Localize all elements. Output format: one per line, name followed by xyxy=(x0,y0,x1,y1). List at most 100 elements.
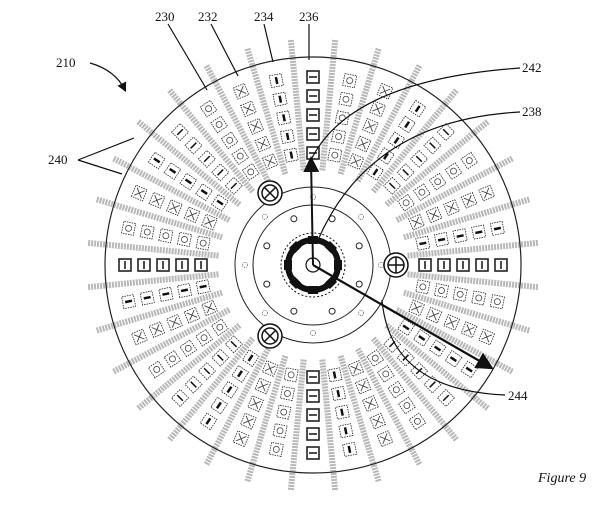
die-cell xyxy=(283,367,299,383)
die-cell xyxy=(354,135,372,153)
die-cell xyxy=(195,183,213,202)
hub-teeth xyxy=(284,236,342,294)
die-cell xyxy=(425,306,443,324)
spoke xyxy=(355,347,423,466)
die-cell xyxy=(366,162,385,181)
bolt-hole xyxy=(378,262,384,268)
arrow-242 xyxy=(303,156,320,266)
die-cell xyxy=(306,408,320,422)
spoke xyxy=(203,347,271,466)
leader-lines xyxy=(77,23,521,396)
die-cell xyxy=(471,290,487,306)
die-cell xyxy=(376,430,394,448)
die-cell xyxy=(239,100,257,118)
bolt-hole xyxy=(328,307,336,315)
mount-fixture xyxy=(383,252,409,278)
mount-fixture xyxy=(257,180,283,206)
spoke xyxy=(167,88,256,194)
die-cell xyxy=(279,128,295,145)
die-cell xyxy=(130,328,148,346)
die-cell xyxy=(460,360,479,379)
die-cell xyxy=(147,360,166,379)
die-cell xyxy=(201,299,218,317)
die-cell xyxy=(158,286,174,302)
inner-ring xyxy=(252,204,374,326)
die-cell xyxy=(184,375,203,394)
spoke xyxy=(403,196,531,241)
die-cell xyxy=(494,258,508,272)
spoke xyxy=(370,336,459,442)
die-cell xyxy=(247,395,264,412)
die-cell xyxy=(444,162,463,180)
die-cell xyxy=(197,362,216,381)
label-210: 210 xyxy=(56,55,76,70)
label-234: 234 xyxy=(254,9,274,24)
die-cell xyxy=(425,206,443,224)
label-242: 242 xyxy=(522,60,542,75)
bolt-hole xyxy=(358,214,364,220)
figure-caption: Figure 9 xyxy=(537,471,586,486)
die-cell xyxy=(478,328,496,346)
bolt-hole xyxy=(290,215,298,223)
spoke xyxy=(167,336,256,442)
bolt-hole xyxy=(263,242,271,250)
die-cell xyxy=(452,228,468,244)
die-cell xyxy=(478,184,496,202)
die-cell xyxy=(387,380,406,399)
inner-bolt-holes xyxy=(242,194,384,336)
bolt-hole xyxy=(262,214,268,220)
die-cell xyxy=(179,172,198,191)
die-cell xyxy=(338,423,354,439)
die-cell xyxy=(166,314,183,331)
die-cell xyxy=(239,412,257,430)
die-cell xyxy=(241,162,260,181)
mount-fixture xyxy=(257,323,283,349)
die-cell xyxy=(184,136,203,155)
die-cell xyxy=(327,147,343,163)
die-cell xyxy=(436,388,455,407)
hub-tooth xyxy=(288,276,302,290)
spoke xyxy=(244,47,289,175)
die-cell xyxy=(347,153,365,170)
die-cell xyxy=(331,385,347,402)
die-cell xyxy=(347,360,365,377)
die-cell xyxy=(231,147,250,165)
die-cell xyxy=(444,350,463,368)
die-cell xyxy=(398,396,416,415)
hub-tooth xyxy=(284,260,292,270)
die-cell xyxy=(139,224,155,240)
die-cell xyxy=(428,172,447,191)
spoke xyxy=(95,289,223,334)
die-cell xyxy=(283,147,299,163)
spoke xyxy=(337,47,382,175)
hub-tooth xyxy=(288,240,302,254)
die-cell xyxy=(130,184,148,202)
spoke xyxy=(112,307,231,375)
bolt-hole xyxy=(355,242,363,250)
die-cell xyxy=(306,370,320,384)
hub-outer xyxy=(280,232,346,298)
die-cell xyxy=(306,89,320,103)
die-cell xyxy=(175,258,189,272)
spoke xyxy=(407,271,539,291)
spoke xyxy=(112,155,231,223)
die-cell xyxy=(306,427,320,441)
die-cell xyxy=(369,412,387,430)
hub-tooth xyxy=(324,240,338,254)
die-cell xyxy=(397,318,416,337)
die-cell xyxy=(408,213,425,231)
die-cell xyxy=(338,91,354,107)
die-cell xyxy=(163,162,182,180)
die-cell xyxy=(247,118,264,135)
die-cell xyxy=(362,118,379,135)
die-cell xyxy=(460,321,478,339)
bolt-hole xyxy=(310,330,316,336)
die-cell xyxy=(437,258,451,272)
die-cell xyxy=(171,123,190,142)
spoke xyxy=(337,355,382,483)
spoke xyxy=(355,64,423,183)
bolt-hole xyxy=(358,310,364,316)
die-cell xyxy=(415,279,431,295)
die-cell xyxy=(276,110,292,126)
